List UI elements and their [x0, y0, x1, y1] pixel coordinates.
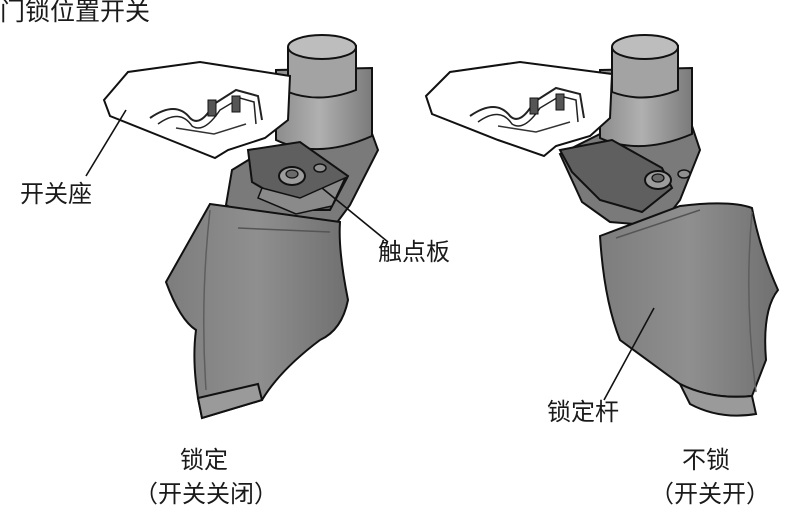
figure-title: 门锁位置开关 [0, 0, 151, 26]
caption-switch-open: （开关开） [650, 480, 770, 508]
left-assembly [102, 34, 380, 420]
left-cylinder-top [287, 34, 357, 60]
leader-contact-plate [321, 187, 389, 243]
right-cylinder-top [611, 34, 679, 60]
right-lever-edge [677, 381, 758, 417]
left-lock-lever [164, 202, 350, 420]
right-assembly [424, 34, 780, 417]
caption-unlocked: 不锁 [682, 446, 730, 474]
right-cylinder-cap [611, 44, 679, 99]
left-cylinder-cap [287, 44, 357, 99]
leader-switch-seat [85, 109, 127, 177]
label-switch-seat: 开关座 [20, 180, 92, 208]
caption-locked: 锁定 [180, 446, 228, 474]
caption-switch-closed: （开关关闭） [134, 480, 278, 508]
leader-lock-rod [603, 307, 655, 401]
right-contact-mechanism [558, 138, 691, 214]
left-contact-mechanism [246, 140, 350, 215]
label-contact-plate: 触点板 [378, 238, 450, 266]
right-lock-lever [598, 202, 780, 398]
left-lever-edge [196, 382, 264, 420]
right-switch-seat [424, 60, 614, 158]
label-lock-rod: 锁定杆 [547, 398, 619, 426]
left-switch-seat [102, 60, 292, 160]
